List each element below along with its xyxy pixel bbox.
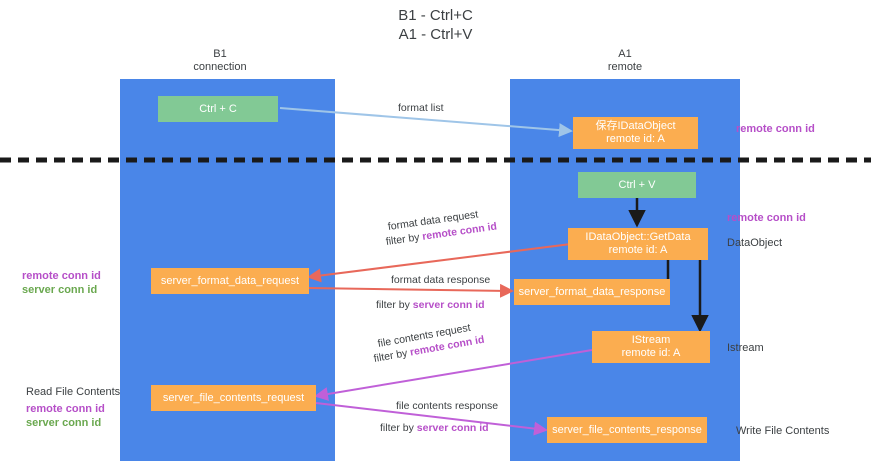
arrow-format-data-response (308, 283, 514, 298)
annotation-right-istream: Istream (727, 342, 764, 354)
node-idataobject-getdata[interactable]: IDataObject::GetData remote id: A (568, 228, 708, 260)
lane-header-b1: B1 connection (130, 48, 310, 74)
node-getdata-line2: remote id: A (608, 244, 668, 256)
annotation-right-remote-conn-id-top: remote conn id (736, 123, 815, 135)
filter-key-4: server conn id (416, 422, 489, 434)
node-idataobject-top[interactable]: 保存IDataObject remote id: A (573, 117, 698, 149)
annotation-left-server-conn-id-bottom: server conn id (26, 417, 102, 429)
edge-label-format-data-response-filter: filter by server conn id (376, 299, 485, 312)
filter-prefix-4: filter by (380, 422, 417, 434)
title-line-1: B1 - Ctrl+C (398, 7, 473, 24)
node-server-format-data-request[interactable]: server_format_data_request (151, 268, 309, 294)
node-server-format-data-response[interactable]: server_format_data_response (514, 279, 670, 305)
node-idataobject-top-line2: remote id: A (606, 133, 665, 145)
lane-a1-name: A1 (618, 48, 632, 60)
lane-b1-sub: connection (193, 61, 247, 73)
annotation-right-dataobject: DataObject (727, 237, 783, 249)
diagram-title: B1 - Ctrl+C A1 - Ctrl+V (0, 6, 871, 44)
node-getdata-line1: IDataObject::GetData (585, 231, 691, 243)
node-ctrl-c[interactable]: Ctrl + C (158, 96, 278, 122)
node-server-file-contents-request[interactable]: server_file_contents_request (151, 385, 316, 411)
node-ctrl-v[interactable]: Ctrl + V (578, 172, 696, 198)
annotation-left-remote-conn-id-mid: remote conn id (22, 270, 101, 282)
edge-label-file-contents-response-filter: filter by server conn id (380, 422, 489, 435)
annotation-right-remote-conn-id-mid: remote conn id (727, 212, 806, 224)
node-idataobject-top-line1: 保存IDataObject (595, 120, 676, 132)
lane-a1-sub: remote (607, 61, 643, 73)
annotation-left-server-conn-id-mid: server conn id (22, 284, 98, 296)
lane-b1-name: B1 (213, 48, 227, 60)
node-istream-line1: IStream (631, 334, 671, 346)
node-istream-line2: remote id: A (621, 347, 681, 359)
annotation-right-write-file-contents: Write File Contents (736, 425, 830, 437)
annotation-left-read-file-contents: Read File Contents (26, 386, 121, 398)
filter-key-2: server conn id (412, 299, 485, 311)
title-line-2: A1 - Ctrl+V (398, 26, 473, 43)
filter-prefix-2: filter by (376, 299, 413, 311)
edge-label-format-list: format list (398, 102, 444, 114)
lane-header-a1: A1 remote (535, 48, 715, 74)
edge-label-format-data-response: format data response (391, 274, 491, 286)
annotation-left-remote-conn-id-bottom: remote conn id (26, 403, 105, 415)
edge-label-file-contents-response: file contents response (396, 400, 499, 412)
node-istream[interactable]: IStream remote id: A (592, 331, 710, 363)
node-server-file-contents-response[interactable]: server_file_contents_response (547, 417, 707, 443)
